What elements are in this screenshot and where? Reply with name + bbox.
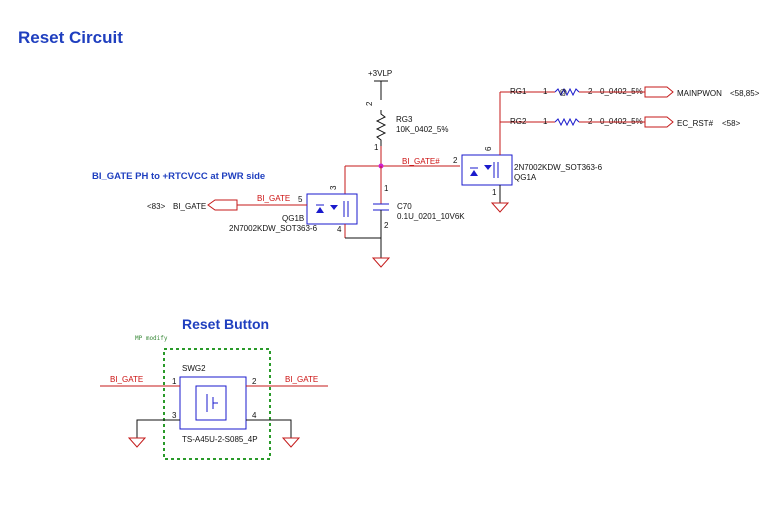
mainpwon-offpage-connector [644, 86, 674, 98]
mainpwon-page-ref: <58,85> [730, 89, 760, 98]
mainpwon-port-label: MAINPWON [677, 89, 722, 98]
reset-button-title: Reset Button [182, 316, 269, 332]
svg-text:SWG2: SWG2 [182, 364, 206, 373]
svg-text:RG2: RG2 [510, 117, 527, 126]
svg-text:1: 1 [492, 188, 497, 197]
bi-gate-net-label: BI_GATE [257, 194, 290, 203]
swg2-switch: SWG2 1 2 3 4 TS-A45U-2-S085_4P [172, 364, 258, 444]
bi-gate-port-label: BI_GATE [173, 202, 206, 211]
swg2-left-net-label: BI_GATE [110, 375, 143, 384]
svg-text:0.1U_0201_10V6K: 0.1U_0201_10V6K [397, 212, 465, 221]
svg-text:1: 1 [543, 117, 548, 126]
bi-gate-offpage-connector [207, 199, 238, 211]
svg-text:1: 1 [374, 143, 379, 152]
svg-text:2: 2 [252, 377, 257, 386]
reset-circuit-title: Reset Circuit [18, 28, 123, 47]
svg-text:5: 5 [298, 195, 303, 204]
svg-text:QG1B: QG1B [282, 214, 304, 223]
svg-text:3: 3 [172, 411, 177, 420]
vlp-power-symbol: +3VLP [368, 69, 392, 100]
svg-text:2N7002KDW_SOT363-6: 2N7002KDW_SOT363-6 [514, 163, 603, 172]
ec-rst-offpage-connector [644, 116, 674, 128]
svg-text:6: 6 [484, 146, 493, 151]
swg2-left-ground-icon [127, 437, 147, 448]
svg-text:2: 2 [365, 101, 374, 106]
swg2-pin3-wire [136, 419, 180, 438]
swg2-pin4-wire [246, 419, 292, 438]
c70-capacitor: 1 2 C70 0.1U_0201_10V6K [373, 166, 465, 258]
svg-text:4: 4 [337, 225, 342, 234]
swg2-right-net-label: BI_GATE [285, 375, 318, 384]
svg-text:2N7002KDW_SOT363-6: 2N7002KDW_SOT363-6 [229, 224, 318, 233]
bi-gate-note: BI_GATE PH to +RTCVCC at PWR side [92, 171, 265, 182]
ec-rst-port-label: EC_RST# [677, 119, 714, 128]
svg-text:TS-A45U-2-S085_4P: TS-A45U-2-S085_4P [182, 435, 258, 444]
svg-text:QG1A: QG1A [514, 173, 537, 182]
svg-text:2: 2 [453, 156, 458, 165]
svg-text:10K_0402_5%: 10K_0402_5% [396, 125, 449, 134]
ec-rst-page-ref: <58> [722, 119, 741, 128]
svg-text:RG3: RG3 [396, 115, 413, 124]
svg-text:@: @ [559, 88, 567, 97]
svg-text:1: 1 [384, 184, 389, 193]
svg-text:2: 2 [384, 221, 389, 230]
bi-gate-page-ref: <83> [147, 202, 166, 211]
svg-text:+3VLP: +3VLP [368, 69, 392, 78]
c70-ground-icon [371, 257, 391, 268]
qg1b-mosfet: 3 4 5 QG1B 2N7002KDW_SOT363-6 [229, 166, 381, 239]
svg-text:C70: C70 [397, 202, 412, 211]
qg1a-ground-icon [490, 202, 510, 213]
svg-text:RG1: RG1 [510, 87, 527, 96]
mp-modify-note: MP modify [135, 335, 168, 342]
qg1a-mosfet: 2 6 1 2N7002KDW_SOT363-6 QG1A [453, 92, 603, 203]
bi-gate-n-net-label: BI_GATE# [402, 157, 440, 166]
svg-text:3: 3 [329, 185, 338, 190]
rg3-resistor: 2 1 RG3 10K_0402_5% [365, 101, 449, 152]
svg-text:1: 1 [172, 377, 177, 386]
svg-text:4: 4 [252, 411, 257, 420]
swg2-right-ground-icon [281, 437, 301, 448]
svg-text:1: 1 [543, 87, 548, 96]
